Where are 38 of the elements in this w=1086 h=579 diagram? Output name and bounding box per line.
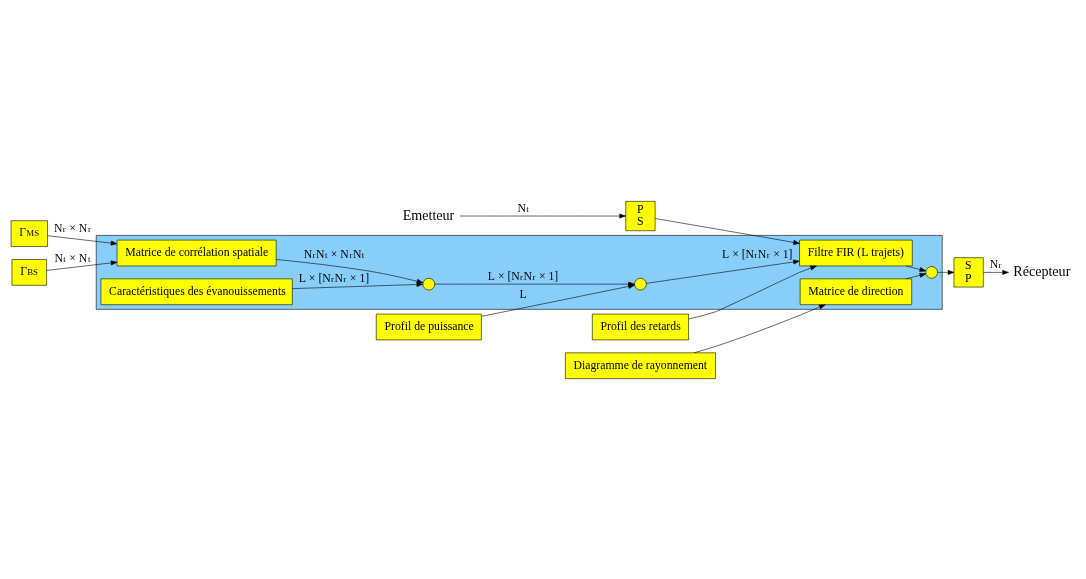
arrow: [905, 272, 927, 279]
arrow: [646, 259, 800, 284]
arrow: [937, 269, 955, 275]
edge-label: Nr × Nr: [53, 221, 91, 235]
arrow: [688, 265, 817, 319]
node-box: Caractéristiques des évanouissements: [100, 278, 293, 305]
edge-label: L × [NrNr × 1]: [298, 271, 370, 285]
edge-label: Nr: [989, 257, 1002, 271]
node-box: P S: [625, 200, 656, 231]
arrow: [693, 303, 826, 353]
arrow: [46, 260, 118, 271]
arrow: [459, 213, 626, 218]
node-text: Récepteur: [1013, 262, 1071, 279]
arrow: [905, 265, 927, 272]
node-box: ΓBS: [11, 258, 47, 286]
node-box: Profil des retards: [592, 313, 689, 340]
arrow: [276, 258, 424, 284]
arrow: [983, 269, 1009, 275]
node-text: Emetteur: [402, 206, 455, 223]
node-box: Filtre FIR (L trajets): [799, 239, 913, 266]
edge-label: L × [NrNr × 1]: [487, 269, 559, 283]
node-circle: [634, 277, 647, 290]
node-box: Diagramme de rayonnement: [565, 352, 716, 379]
node-circle: [925, 265, 938, 279]
edge-label: NrNt × NrNt: [303, 247, 365, 261]
arrow: [654, 217, 800, 245]
node-box: ΓMS: [10, 219, 48, 247]
arrow: [47, 234, 118, 245]
node-box: Profil de puissance: [375, 313, 482, 340]
edge-label: L × [NrNr × 1]: [722, 247, 793, 261]
node-box: Matrice de corrélation spatiale: [116, 239, 277, 266]
edge-label: Nt × Nt: [54, 251, 91, 265]
node-box: S P: [953, 256, 984, 287]
node-circle: [422, 277, 435, 290]
node-box: Matrice de direction: [799, 278, 912, 305]
arrow: [292, 281, 424, 289]
edge-label: Nt: [517, 201, 529, 215]
edge-label: L: [519, 287, 527, 301]
